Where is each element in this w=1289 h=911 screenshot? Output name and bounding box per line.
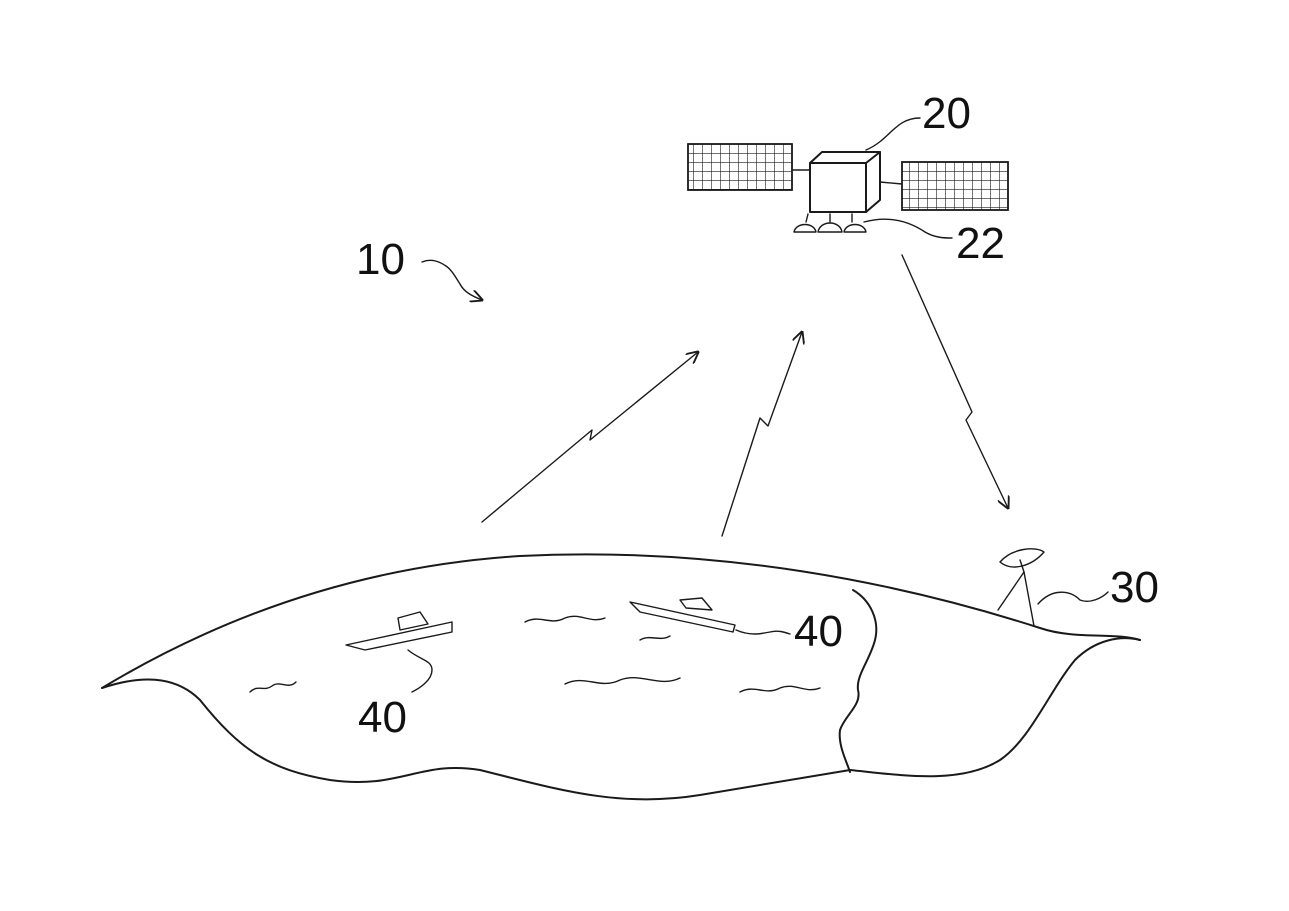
ground-station-icon [997, 548, 1045, 627]
leader-line-20 [865, 117, 921, 151]
vessel-left-icon [345, 611, 453, 651]
wave [564, 676, 681, 685]
label-vessel-left: 40 [358, 693, 407, 742]
label-vessel-right: 40 [794, 607, 843, 656]
leader-line-10 [421, 259, 482, 300]
leader-line-40-right [735, 629, 791, 635]
earth-bottom-outline [101, 637, 1141, 801]
wave [249, 681, 297, 693]
vessel-right-icon [629, 597, 736, 633]
satellite-icon [687, 143, 1009, 233]
uplink-arrow-right [721, 332, 802, 537]
label-satellite-antenna: 22 [956, 219, 1005, 268]
label-system: 10 [356, 235, 405, 284]
downlink-arrow [901, 254, 1008, 508]
coastline [838, 589, 878, 773]
label-ground-station: 30 [1110, 563, 1159, 612]
wave [524, 615, 606, 623]
leader-line-22 [863, 218, 953, 239]
label-satellite: 20 [922, 89, 971, 138]
leader-line-30 [1037, 591, 1109, 605]
earth-outline [101, 553, 1141, 689]
uplink-arrow-left [481, 352, 698, 523]
leader-line-40-left [407, 649, 433, 693]
wave [639, 635, 671, 641]
wave [739, 685, 821, 693]
